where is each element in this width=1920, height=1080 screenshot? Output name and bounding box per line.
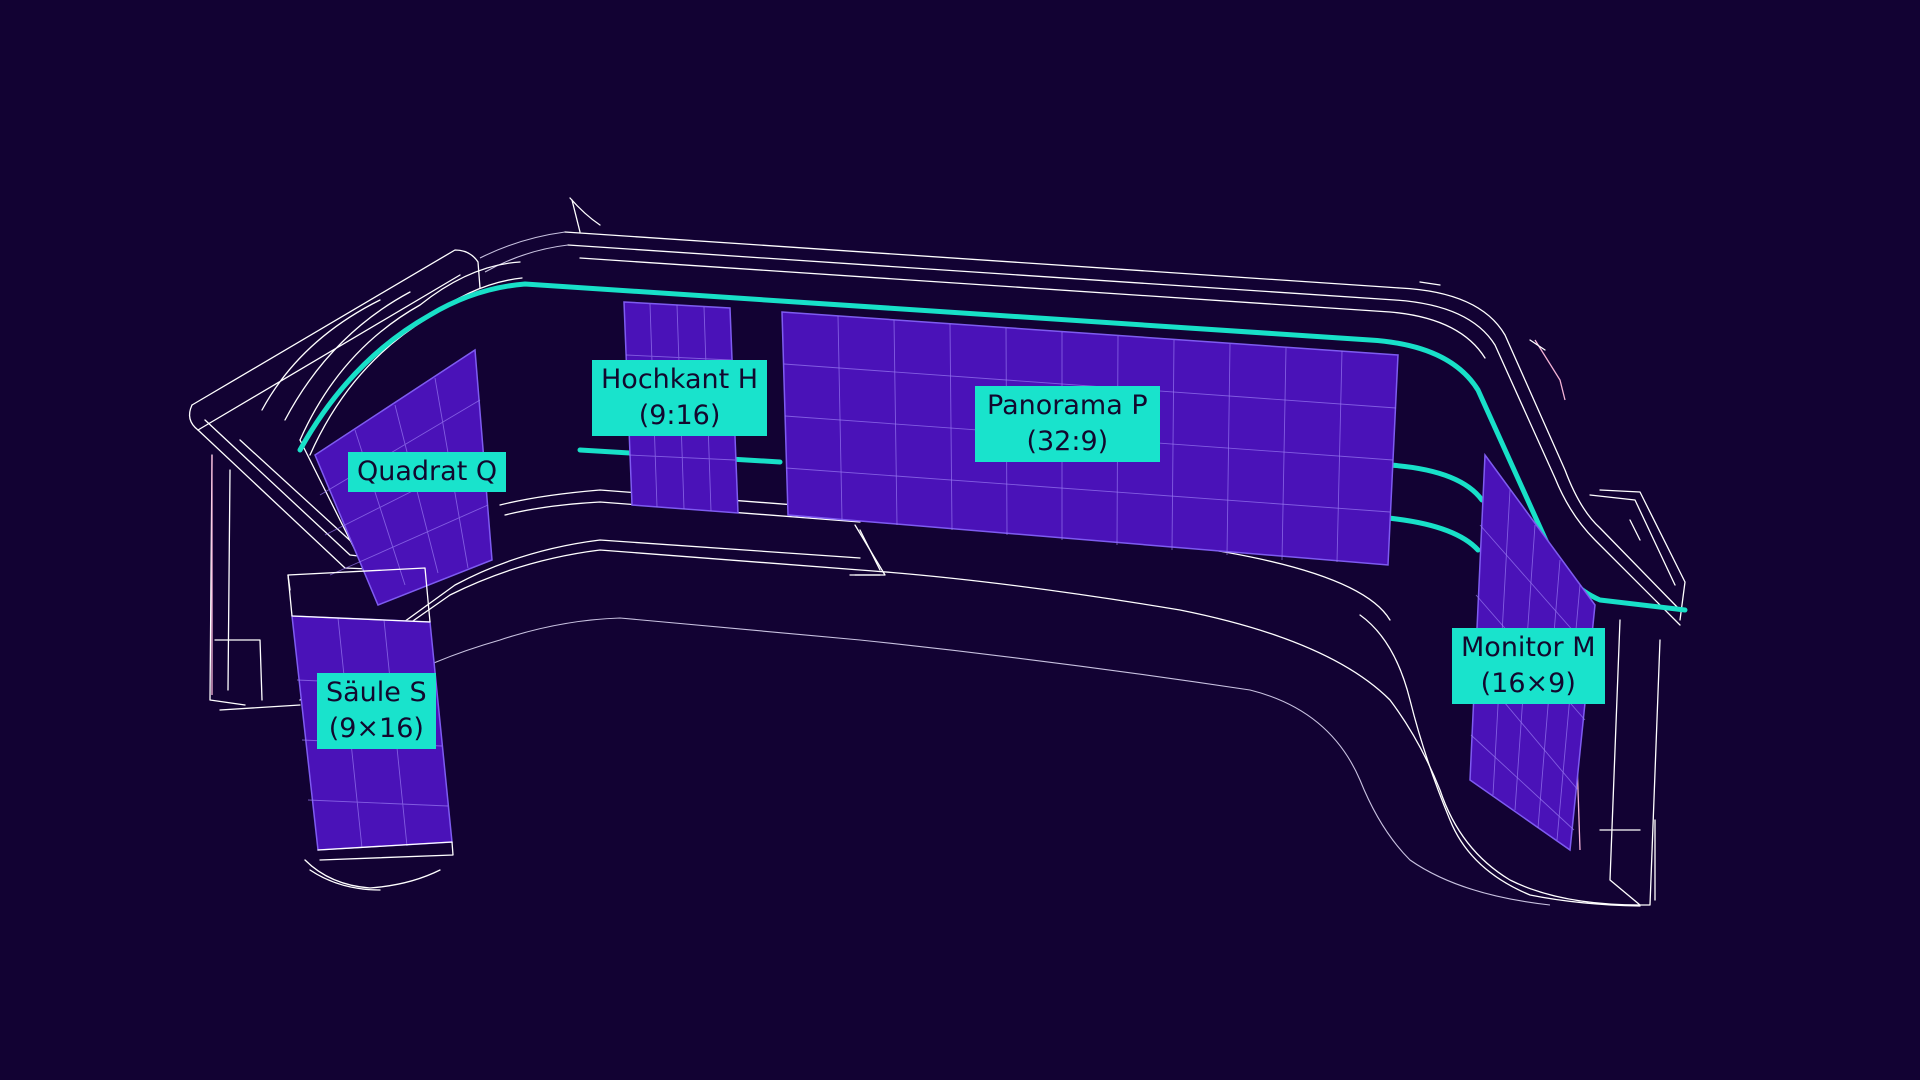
label-monitor-name: Monitor M [1461, 632, 1596, 663]
label-quadrat-name: Quadrat Q [357, 456, 498, 487]
label-monitor-ratio: (16×9) [1480, 668, 1576, 699]
label-saeule-name: Säule S [326, 677, 427, 708]
label-hochkant-ratio: (9:16) [638, 400, 721, 431]
label-saeule-ratio: (9×16) [328, 713, 424, 744]
label-quadrat: Quadrat Q [348, 452, 507, 492]
label-hochkant: Hochkant H (9:16) [592, 360, 768, 436]
pillar-saeule-box [287, 567, 454, 861]
label-monitor: Monitor M (16×9) [1452, 628, 1605, 704]
label-saeule: Säule S (9×16) [317, 673, 436, 749]
label-panorama-name: Panorama P [987, 390, 1148, 421]
label-panorama-ratio: (32:9) [1026, 426, 1109, 457]
upper-rail-wireframe [188, 197, 1686, 711]
label-panorama: Panorama P (32:9) [975, 386, 1160, 462]
label-hochkant-name: Hochkant H [601, 364, 759, 395]
